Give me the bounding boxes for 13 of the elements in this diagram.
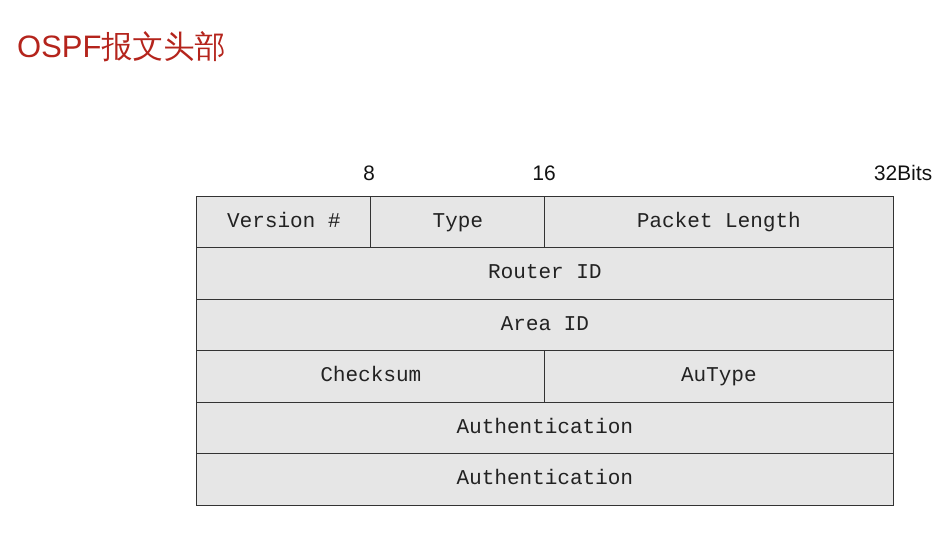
bit-offset-label: 16	[532, 162, 556, 186]
header-field: Version #	[196, 196, 372, 249]
header-field: Authentication	[196, 453, 894, 506]
header-field: Router ID	[196, 247, 894, 300]
slide-title: OSPF报文头部	[17, 28, 226, 66]
header-field: AuType	[544, 350, 894, 404]
header-field: Type	[370, 196, 546, 249]
bit-offset-label: 32Bits	[874, 162, 932, 186]
header-field: Packet Length	[544, 196, 894, 249]
header-field: Area ID	[196, 298, 894, 352]
header-field: Checksum	[196, 350, 546, 404]
header-field: Authentication	[196, 402, 894, 454]
bit-offset-label: 8	[363, 162, 375, 186]
